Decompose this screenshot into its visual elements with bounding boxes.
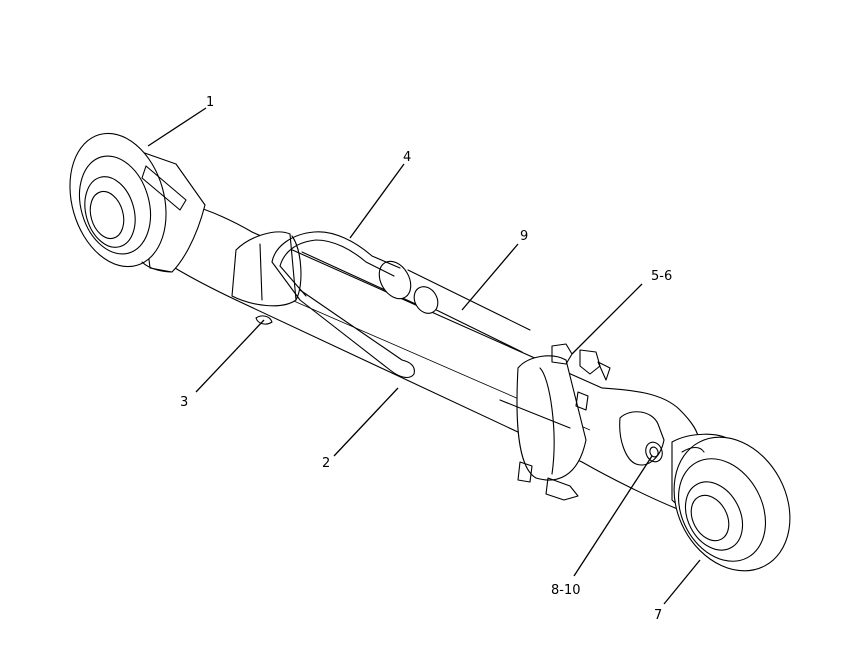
left-eye-end bbox=[69, 132, 206, 273]
leader-9 bbox=[461, 243, 519, 311]
callout-7: 7 bbox=[654, 608, 662, 623]
leader-1 bbox=[147, 107, 207, 147]
left-collar bbox=[231, 231, 302, 325]
right-eye-end bbox=[671, 433, 791, 572]
leader-4 bbox=[349, 163, 405, 239]
callout-2: 2 bbox=[322, 456, 330, 471]
leader-3 bbox=[195, 319, 265, 393]
right-clevis bbox=[581, 387, 699, 511]
leader-7 bbox=[663, 559, 701, 605]
callout-5-6: 5-6 bbox=[651, 269, 672, 284]
leader-2 bbox=[333, 387, 399, 457]
callout-3: 3 bbox=[180, 395, 188, 410]
leader-5-6 bbox=[571, 283, 643, 355]
callout-labels: 1 2 3 4 5-6 7 8-10 9 bbox=[180, 95, 672, 623]
right-collar bbox=[499, 343, 611, 501]
leader-8-10 bbox=[573, 455, 653, 577]
callout-1: 1 bbox=[206, 95, 214, 110]
callout-9: 9 bbox=[520, 229, 528, 244]
handle-rod bbox=[301, 251, 531, 353]
callout-8-10: 8-10 bbox=[551, 583, 581, 598]
spring-clip bbox=[271, 231, 415, 379]
leader-lines bbox=[147, 107, 701, 605]
callout-4: 4 bbox=[403, 150, 411, 165]
